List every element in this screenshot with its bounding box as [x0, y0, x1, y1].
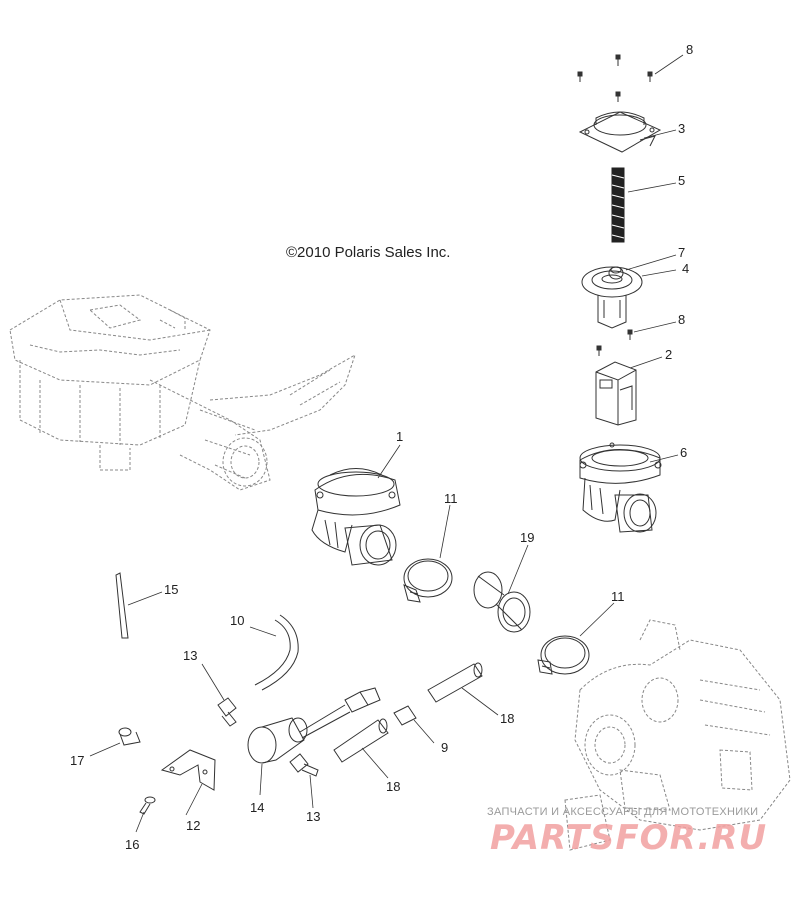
callout-8-middle: 8 — [678, 312, 686, 327]
airbox-assembly — [9, 294, 356, 491]
mounting-bracket — [160, 749, 216, 791]
hose-clamp-right — [537, 635, 590, 675]
callout-2: 2 — [665, 347, 673, 362]
callout-14: 14 — [250, 800, 265, 815]
coupler-sleeve — [473, 571, 531, 633]
hose-connector — [393, 705, 417, 726]
engine-assembly — [564, 619, 791, 851]
callout-15: 15 — [164, 582, 179, 597]
callout-18-lower: 18 — [386, 779, 401, 794]
watermark-brand: PARTSFOR.RU — [490, 818, 768, 858]
vent-rod — [115, 572, 129, 639]
elbow-fitting-lower — [289, 753, 319, 777]
callout-3: 3 — [678, 121, 686, 136]
slide-bracket — [595, 361, 637, 426]
elbow-fitting-upper — [217, 697, 237, 727]
callout-18-upper: 18 — [500, 711, 515, 726]
callout-11-right: 11 — [611, 589, 625, 604]
callout-9: 9 — [441, 740, 449, 755]
callout-13-lower: 13 — [306, 809, 321, 824]
watermark-tagline: ЗАПЧАСТИ И АКСЕССУАРЫ ДЛЯ МОТОТЕХНИКИ — [487, 806, 759, 818]
diaphragm — [581, 266, 643, 329]
callout-12: 12 — [186, 818, 201, 833]
callout-8-top: 8 — [686, 42, 694, 57]
hose-clamp-left — [403, 558, 453, 603]
callout-13-upper: 13 — [183, 648, 198, 663]
callout-16: 16 — [125, 837, 140, 852]
callout-19: 19 — [520, 530, 535, 545]
callout-10: 10 — [230, 613, 245, 628]
callout-11-left: 11 — [444, 491, 458, 506]
mounting-bolt — [118, 727, 141, 746]
leader-lines — [89, 54, 684, 833]
callout-7: 7 — [678, 245, 686, 260]
callout-4: 4 — [682, 261, 690, 276]
throttle-housing — [579, 442, 662, 533]
throttle-body — [311, 468, 401, 566]
bracket-screw — [139, 796, 156, 815]
callout-17: 17 — [70, 753, 85, 768]
hose-short-upper — [427, 662, 483, 703]
copyright-notice: ©2010 Polaris Sales Inc. — [286, 244, 451, 261]
solenoid-valve — [247, 687, 381, 764]
screw-set-middle — [596, 329, 633, 356]
spring — [611, 167, 625, 243]
callout-5: 5 — [678, 173, 686, 188]
callout-6: 6 — [680, 445, 688, 460]
hose-short-lower — [333, 718, 389, 763]
screw-set-top — [577, 54, 653, 102]
callout-1: 1 — [396, 429, 404, 444]
diaphragm-cap — [578, 111, 662, 153]
vent-hose — [254, 614, 299, 691]
